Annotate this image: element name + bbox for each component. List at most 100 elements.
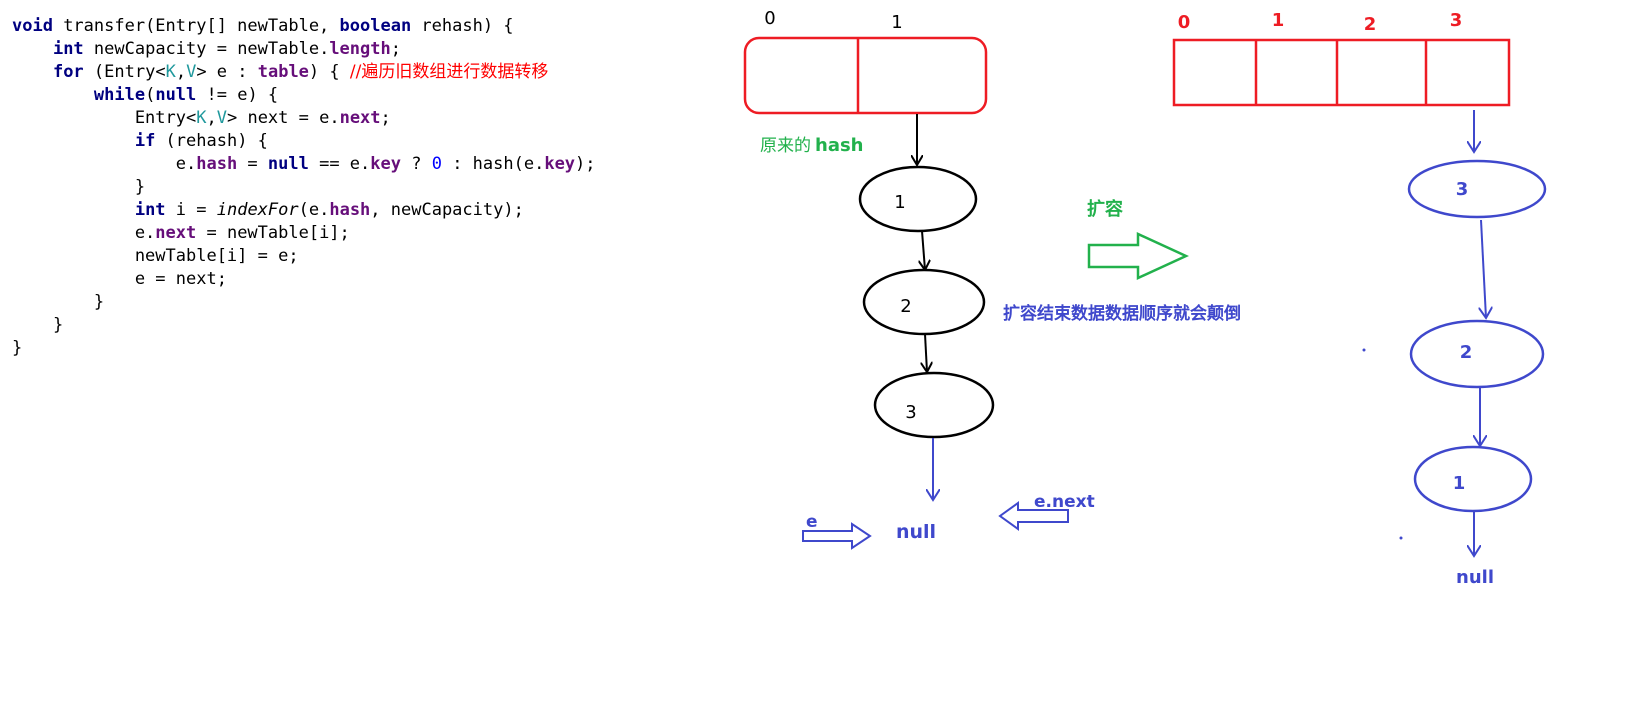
code-line: }	[12, 337, 596, 360]
code-token: }	[12, 292, 105, 312]
code-token: != e) {	[196, 85, 279, 105]
code-token: while	[93, 85, 146, 105]
stray-dot	[1399, 536, 1403, 540]
code-token: boolean	[339, 16, 412, 36]
old-node-2-label: 2	[900, 296, 911, 317]
code-token: int	[134, 200, 166, 220]
new-table-box	[1172, 38, 1511, 107]
code-line: Entry<K,V> next = e.next;	[12, 107, 596, 130]
code-line: e = next;	[12, 268, 596, 291]
code-token: next	[155, 223, 197, 243]
code-token: hash	[196, 154, 238, 174]
old-arrow-1-to-2	[922, 230, 925, 270]
new-node-1	[1413, 445, 1533, 513]
enext-pointer-label: e.next	[1034, 492, 1095, 512]
code-line: e.hash = null == e.key ? 0 : hash(e.key)…	[12, 153, 596, 176]
e-pointer-label: e	[806, 512, 818, 532]
code-token: //遍历旧数组进行数据转移	[349, 62, 549, 82]
code-token: length	[329, 39, 391, 59]
code-token: (	[145, 85, 156, 105]
code-line: while(null != e) {	[12, 84, 596, 107]
code-token: : hash(e.	[441, 154, 545, 174]
new-node-2	[1409, 319, 1545, 389]
code-listing: void transfer(Entry[] newTable, boolean …	[12, 15, 596, 360]
old-node-2	[862, 268, 986, 336]
code-token: e.	[12, 223, 156, 243]
old-caption-hash: hash	[815, 135, 864, 156]
code-line: int i = indexFor(e.hash, newCapacity);	[12, 199, 596, 222]
old-null-label: null	[896, 521, 936, 543]
code-token: V	[186, 62, 197, 82]
code-token: i =	[165, 200, 217, 220]
code-token: ;	[380, 108, 391, 128]
old-caption-text: 原来的	[760, 136, 811, 156]
new-index-1: 1	[1272, 10, 1285, 31]
e-pointer-arrow	[802, 522, 872, 550]
new-index-0: 0	[1178, 12, 1191, 33]
old-node-1-label: 1	[894, 192, 905, 213]
code-token: for	[52, 62, 84, 82]
code-token: == e.	[308, 154, 371, 174]
code-line: void transfer(Entry[] newTable, boolean …	[12, 15, 596, 38]
code-token: indexFor	[216, 200, 299, 220]
code-line: if (rehash) {	[12, 130, 596, 153]
code-token: > next = e.	[226, 108, 340, 128]
old-index-0: 0	[764, 8, 775, 29]
code-token: }	[12, 315, 64, 335]
code-token: = newTable[i];	[196, 223, 350, 243]
code-token: ,	[175, 62, 187, 82]
code-token: null	[267, 154, 309, 174]
old-arrow-2-to-3	[925, 333, 927, 372]
code-token: }	[12, 338, 23, 358]
new-node-1-label: 1	[1453, 473, 1466, 494]
new-node-3	[1407, 159, 1547, 219]
code-token: 0	[431, 154, 442, 174]
old-node-3-label: 3	[905, 402, 916, 423]
code-token: if	[134, 131, 156, 151]
code-token: void	[12, 16, 53, 36]
new-node-2-label: 2	[1460, 342, 1473, 363]
code-token: > e :	[196, 62, 258, 82]
enext-pointer-arrow	[998, 501, 1069, 531]
new-null-label: null	[1456, 567, 1494, 588]
code-token: Entry<	[12, 108, 197, 128]
code-token: table	[257, 62, 309, 82]
expand-arrow	[1087, 232, 1190, 280]
code-token: key	[370, 154, 401, 174]
code-token: transfer(Entry[] newTable,	[52, 16, 340, 36]
code-token: , newCapacity);	[370, 200, 524, 220]
code-token: K	[196, 108, 207, 128]
code-token: ;	[390, 39, 401, 59]
code-token: newTable[i] = e;	[12, 246, 299, 266]
code-token: (rehash) {	[155, 131, 268, 151]
old-table-box	[743, 36, 988, 115]
code-token: }	[12, 177, 146, 197]
code-token: hash	[329, 200, 371, 220]
code-token: );	[575, 154, 596, 174]
expand-label: 扩容	[1087, 198, 1123, 220]
code-token: key	[544, 154, 576, 174]
code-line: int newCapacity = newTable.length;	[12, 38, 596, 61]
new-index-3: 3	[1450, 10, 1463, 31]
code-line: newTable[i] = e;	[12, 245, 596, 268]
new-index-2: 2	[1364, 14, 1377, 35]
new-node-3-label: 3	[1456, 179, 1469, 200]
code-token: ?	[401, 154, 432, 174]
code-token: next	[339, 108, 381, 128]
code-line: for (Entry<K,V> e : table) { //遍历旧数组进行数据…	[12, 61, 596, 84]
code-token: newCapacity = newTable.	[83, 39, 330, 59]
code-token: =	[237, 154, 268, 174]
code-line: e.next = newTable[i];	[12, 222, 596, 245]
code-token: rehash) {	[411, 16, 514, 36]
new-arrow-3-to-2	[1481, 219, 1486, 318]
code-token: K	[165, 62, 176, 82]
old-index-1: 1	[891, 12, 902, 33]
code-token: V	[216, 108, 227, 128]
expand-note: 扩容结束数据数据顺序就会颠倒	[1003, 303, 1241, 324]
code-token: ,	[206, 108, 217, 128]
code-token: int	[52, 39, 84, 59]
code-token: (e.	[298, 200, 330, 220]
code-token: e = next;	[12, 269, 227, 289]
old-node-3	[873, 371, 995, 439]
